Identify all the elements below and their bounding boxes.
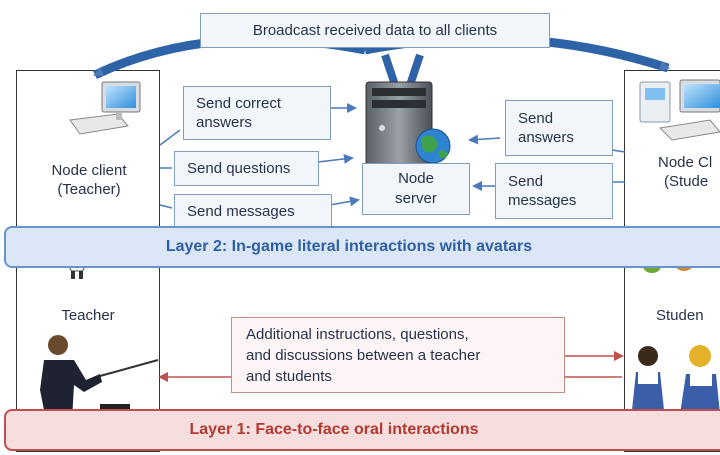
oral-interactions-box: Additional instructions, questions, and … <box>231 317 565 393</box>
server-line2: server <box>395 190 437 207</box>
send-correct-answers-line2: answers <box>196 114 252 131</box>
teacher-client-line2: (Teacher) <box>57 181 121 198</box>
teacher-label: Teacher <box>61 307 115 324</box>
students-people-icon <box>632 345 720 414</box>
node-server-box: Node server <box>362 163 470 215</box>
send-questions-box: Send questions <box>174 151 319 186</box>
student-send-messages-box: Send messages <box>495 163 613 219</box>
server-line1: Node <box>398 170 434 187</box>
layer2-bar: Layer 2: In-game literal interactions wi… <box>4 226 720 268</box>
layer1-bar: Layer 1: Face-to-face oral interactions <box>4 409 720 451</box>
teacher-node-client-label: Node client (Teacher) <box>30 161 148 199</box>
arrow-messages <box>159 200 358 208</box>
student-send-answers-line1: Send <box>518 110 554 127</box>
student-label: Studen <box>656 307 704 324</box>
arrow-correct-answers <box>159 108 355 146</box>
student-node-client-label: Node Cl (Stude <box>652 153 720 191</box>
student-send-answers-line2: answers <box>518 129 574 146</box>
student-send-messages-line2: messages <box>508 192 577 209</box>
broadcast-stem <box>381 53 399 87</box>
student-computer-icon <box>639 79 720 141</box>
send-correct-answers-line1: Send correct <box>196 95 282 112</box>
send-questions-text: Send questions <box>187 160 291 177</box>
teacher-computer-icon <box>69 81 141 135</box>
send-messages-box: Send messages <box>174 194 332 229</box>
oral-text-line3: and students <box>246 367 332 385</box>
send-messages-text: Send messages <box>187 203 295 220</box>
send-correct-answers-box: Send correct answers <box>183 86 331 140</box>
layer2-text: Layer 2: In-game literal interactions wi… <box>165 238 533 255</box>
student-client-line1: Node Cl <box>658 154 713 171</box>
student-send-answers-box: Send answers <box>505 100 613 156</box>
oral-text-line1: Additional instructions, questions, <box>246 325 469 343</box>
arrow-send-answers <box>470 138 626 153</box>
oral-text-line2: and discussions between a teacher <box>246 346 481 364</box>
student-send-messages-line1: Send <box>508 173 544 190</box>
server-icon <box>365 81 451 169</box>
student-client-line2: (Stude <box>664 173 709 190</box>
broadcast-label: Broadcast received data to all clients <box>200 13 550 48</box>
teacher-client-line1: Node client <box>51 162 127 179</box>
layer1-text: Layer 1: Face-to-face oral interactions <box>189 421 479 438</box>
arrow-questions <box>160 158 352 169</box>
broadcast-text: Broadcast received data to all clients <box>252 22 498 39</box>
